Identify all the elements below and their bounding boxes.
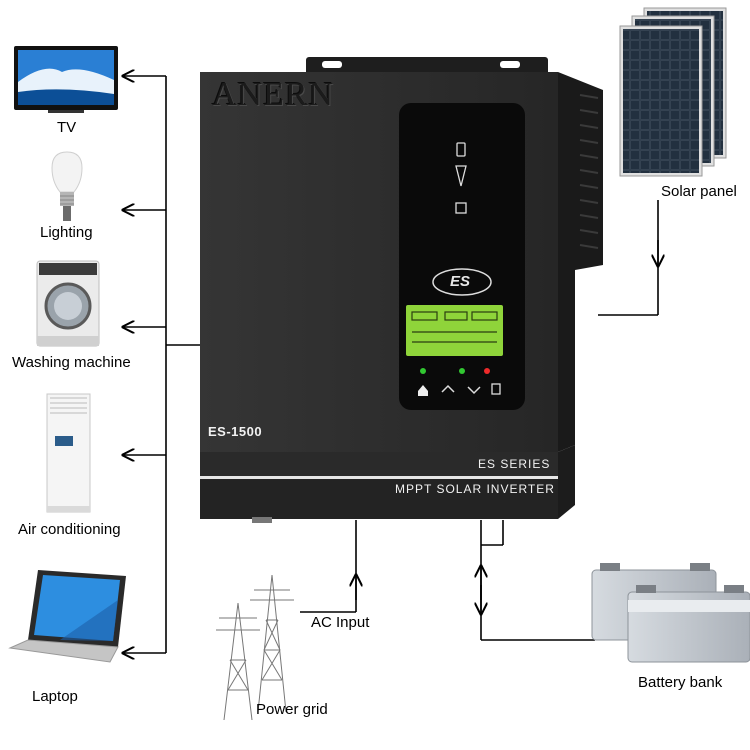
solar-wiring — [598, 200, 658, 316]
solar-panel-icon — [619, 7, 727, 177]
ac-input-label: AC Input — [311, 614, 370, 631]
load-label-tv: TV — [57, 119, 77, 136]
laptop-icon — [8, 570, 126, 663]
inverter-series: ES SERIES — [478, 457, 551, 471]
inverter-brand: ANERN — [212, 76, 335, 113]
ac-input-wiring — [300, 520, 356, 613]
battery-wiring — [481, 520, 595, 641]
tv-icon — [14, 46, 118, 113]
load-label-washing-machine: Washing machine — [12, 354, 131, 371]
inverter-type: MPPT SOLAR INVERTER — [395, 482, 555, 496]
battery-bank-label: Battery bank — [638, 674, 723, 691]
lcd-display — [406, 305, 503, 356]
light-bulb-icon — [51, 151, 83, 221]
load-wiring — [123, 76, 200, 653]
inverter-model: ES-1500 — [208, 424, 263, 439]
solar-panel-label: Solar panel — [661, 183, 737, 200]
inverter-logo: ES — [450, 273, 471, 290]
battery-icon — [591, 563, 750, 663]
load-label-air-conditioning: Air conditioning — [18, 521, 121, 538]
load-label-laptop: Laptop — [32, 688, 78, 705]
control-panel — [399, 103, 525, 410]
washing-machine-icon — [36, 260, 100, 347]
power-grid-icon — [216, 574, 294, 721]
power-grid-label: Power grid — [256, 701, 328, 718]
load-label-lighting: Lighting — [40, 224, 93, 241]
air-conditioner-icon — [46, 393, 91, 513]
